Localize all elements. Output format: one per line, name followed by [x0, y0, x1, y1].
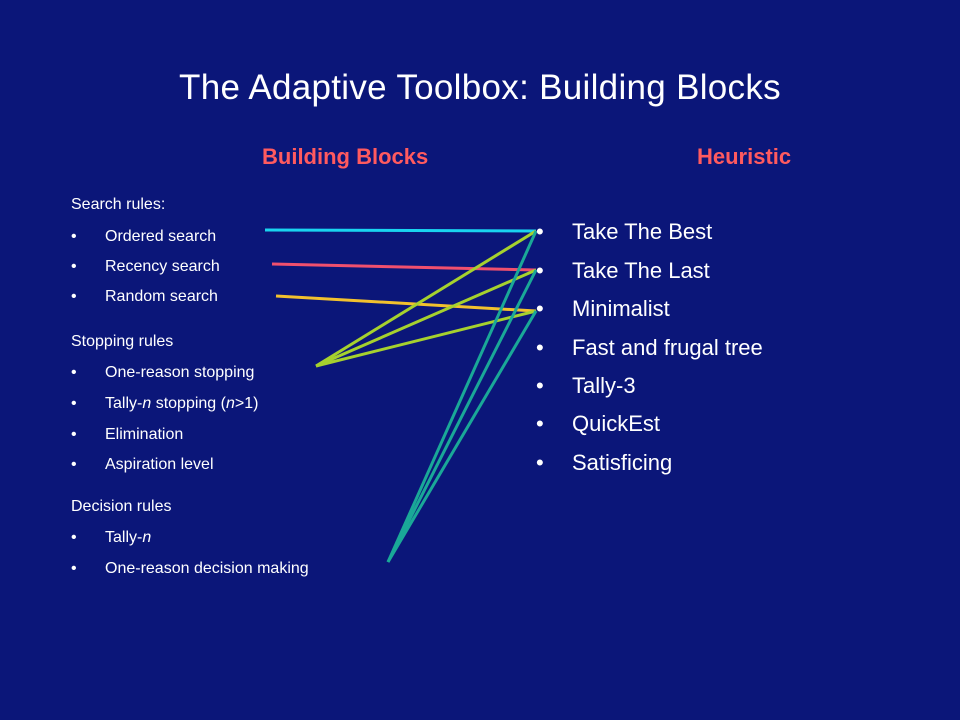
- link-one-reason-decision-take-the-last: [386, 269, 538, 563]
- bullet: •: [71, 288, 77, 305]
- tally-prefix: Tally-: [105, 395, 143, 412]
- tally-n-stopping-label: Tally-n stopping (n>1): [105, 395, 258, 413]
- random-search-label: Random search: [105, 288, 218, 305]
- stopping-rules-heading: Stopping rules: [71, 333, 174, 350]
- heuristic-quickest: QuickEst: [572, 411, 661, 436]
- bullet: •: [536, 296, 544, 321]
- tally-stopping-text: stopping (: [151, 395, 226, 412]
- recency-search-label: Recency search: [105, 258, 220, 275]
- tally-n-italic: n: [142, 529, 152, 546]
- heuristic-tally-3: Tally-3: [572, 373, 636, 398]
- bullet: •: [536, 335, 544, 360]
- aspiration-level-label: Aspiration level: [105, 456, 214, 473]
- heuristic-satisficing: Satisficing: [572, 450, 673, 475]
- search-rules-heading: Search rules:: [71, 196, 166, 213]
- bullet: •: [71, 560, 77, 577]
- building-blocks-header: Building Blocks: [262, 144, 429, 169]
- one-reason-decision-label: One-reason decision making: [105, 560, 309, 577]
- tally-prefix: Tally-: [105, 529, 143, 546]
- link-recency-search-take-the-last: [271, 262, 537, 272]
- bullet: •: [71, 258, 77, 275]
- bullet: •: [536, 219, 544, 244]
- link-one-reason-stopping-minimalist: [315, 309, 537, 368]
- tally-n-italic: n: [225, 395, 235, 412]
- link-random-search-minimalist: [275, 294, 537, 313]
- link-one-reason-stopping-take-the-last: [315, 268, 537, 368]
- link-one-reason-decision-minimalist: [386, 310, 538, 563]
- bullet: •: [71, 456, 77, 473]
- bullet: •: [71, 228, 77, 245]
- bullet: •: [71, 529, 77, 546]
- bullet: •: [536, 450, 544, 475]
- heuristic-minimalist: Minimalist: [572, 296, 670, 321]
- heuristic-fast-and-frugal-tree: Fast and frugal tree: [572, 335, 763, 360]
- bullet: •: [71, 364, 77, 381]
- heuristic-take-the-best: Take The Best: [572, 219, 713, 244]
- link-one-reason-stopping-take-the-best: [315, 229, 537, 368]
- slide-title: The Adaptive Toolbox: Building Blocks: [179, 68, 781, 107]
- heuristic-take-the-last: Take The Last: [572, 258, 710, 283]
- link-ordered-search-take-the-best: [264, 228, 537, 233]
- elimination-label: Elimination: [105, 426, 184, 443]
- bullet: •: [71, 395, 77, 412]
- link-one-reason-decision-take-the-best: [386, 230, 538, 563]
- heuristic-header: Heuristic: [697, 144, 792, 169]
- bullet: •: [536, 411, 544, 436]
- decision-rules-heading: Decision rules: [71, 498, 172, 515]
- one-reason-stopping-label: One-reason stopping: [105, 364, 255, 381]
- tally-n-label: Tally-n: [105, 529, 151, 547]
- tally-n-italic: n: [142, 395, 152, 412]
- bullet: •: [536, 373, 544, 398]
- ordered-search-label: Ordered search: [105, 228, 217, 245]
- tally-condition: >1): [234, 395, 259, 412]
- bullet: •: [71, 426, 77, 443]
- bullet: •: [536, 258, 544, 283]
